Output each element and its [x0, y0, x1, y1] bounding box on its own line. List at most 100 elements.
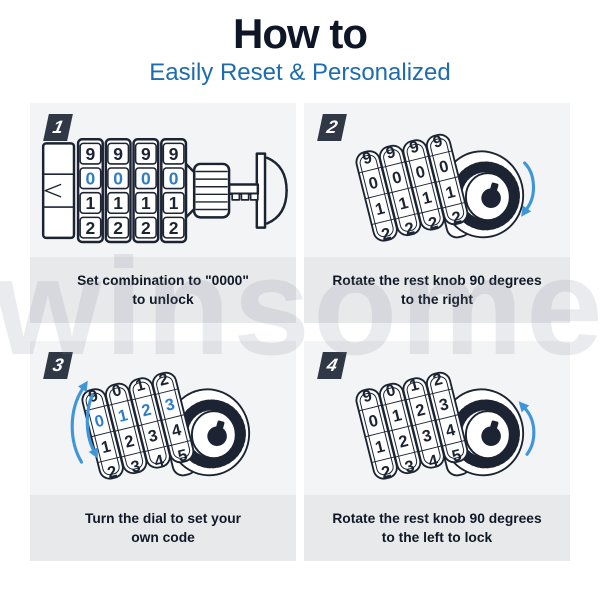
- svg-text:2: 2: [85, 218, 95, 238]
- step-number: 1: [50, 117, 66, 137]
- dial-wheel: 9 0 1 2: [402, 138, 445, 234]
- rotation-arrow-icon: [70, 380, 98, 464]
- svg-text:1: 1: [373, 437, 386, 457]
- svg-text:0: 0: [384, 381, 397, 401]
- step-number: 3: [50, 355, 66, 375]
- svg-text:9: 9: [431, 132, 444, 152]
- dial-wheel: [104, 138, 132, 244]
- svg-text:0: 0: [367, 412, 380, 432]
- caption-line: Rotate the rest knob 90 degrees: [332, 272, 542, 288]
- svg-text:2: 2: [427, 214, 440, 234]
- caption-line: Rotate the rest knob 90 degrees: [332, 510, 542, 526]
- svg-text:2: 2: [403, 219, 416, 239]
- svg-text:5: 5: [176, 446, 189, 466]
- svg-text:1: 1: [390, 406, 403, 426]
- svg-text:0: 0: [85, 169, 95, 189]
- svg-text:9: 9: [85, 144, 95, 164]
- svg-text:9: 9: [113, 144, 123, 164]
- svg-text:2: 2: [123, 432, 136, 452]
- dial-wheel: [159, 138, 187, 244]
- caption-line: to unlock: [132, 292, 194, 307]
- caption-line: to the right: [400, 292, 474, 307]
- svg-text:0: 0: [110, 381, 123, 401]
- svg-text:1: 1: [397, 194, 410, 214]
- svg-text:1: 1: [444, 183, 457, 203]
- arrowhead-icon: [521, 205, 532, 217]
- rotation-arrow-icon: [518, 401, 536, 456]
- dial-wheel: 9 0 1 2: [355, 149, 398, 245]
- svg-text:3: 3: [420, 426, 433, 446]
- svg-text:0: 0: [414, 163, 427, 183]
- step-caption: Turn the dial to set your own code: [30, 495, 296, 561]
- svg-text:3: 3: [129, 457, 142, 477]
- step-caption: Set combination to "0000" to unlock: [30, 257, 296, 323]
- arrowhead-icon: [88, 447, 98, 459]
- svg-text:9: 9: [141, 144, 151, 164]
- cable-icon: [265, 189, 288, 226]
- keyhole-icon: [207, 420, 227, 446]
- svg-text:1: 1: [408, 376, 421, 396]
- svg-text:1: 1: [116, 406, 129, 426]
- svg-text:2: 2: [431, 370, 444, 390]
- step-number: 4: [324, 355, 340, 375]
- svg-text:2: 2: [113, 218, 123, 238]
- cable-icon: [265, 156, 288, 193]
- svg-text:9: 9: [361, 149, 374, 169]
- svg-text:9: 9: [408, 138, 421, 158]
- arrowhead-icon: [518, 401, 530, 413]
- svg-text:3: 3: [163, 395, 176, 415]
- svg-text:9: 9: [361, 387, 374, 407]
- svg-text:2: 2: [140, 401, 153, 421]
- svg-text:0: 0: [367, 174, 380, 194]
- keyhole-icon: [481, 182, 501, 208]
- svg-text:2: 2: [141, 218, 151, 238]
- svg-text:0: 0: [113, 169, 123, 189]
- arrowhead-icon: [78, 380, 88, 393]
- svg-text:0: 0: [141, 169, 151, 189]
- svg-text:2: 2: [380, 225, 393, 245]
- step-number: 2: [324, 117, 340, 137]
- svg-text:0: 0: [168, 169, 178, 189]
- svg-text:1: 1: [113, 193, 123, 213]
- svg-text:1: 1: [141, 193, 151, 213]
- svg-text:5: 5: [450, 446, 463, 466]
- dial-wheel: 0 1 2 3: [105, 381, 148, 477]
- caption-line: Turn the dial to set your: [84, 510, 242, 526]
- dial-wheel: [76, 138, 104, 244]
- svg-text:0: 0: [93, 412, 106, 432]
- svg-text:0: 0: [437, 157, 450, 177]
- svg-text:1: 1: [99, 437, 112, 457]
- rotation-arrow-icon: [521, 161, 536, 217]
- page-title: How to: [233, 10, 368, 57]
- step-caption: Rotate the rest knob 90 degrees to the l…: [304, 495, 570, 561]
- svg-text:1: 1: [85, 193, 95, 213]
- keyhole-icon: [481, 420, 501, 446]
- svg-text:2: 2: [106, 463, 119, 483]
- page-subtitle: Easily Reset & Personalized: [149, 59, 451, 87]
- svg-text:3: 3: [146, 426, 159, 446]
- dial-wheel: [131, 138, 160, 244]
- svg-text:9: 9: [168, 144, 178, 164]
- step-caption: Rotate the rest knob 90 degrees to the r…: [304, 257, 570, 323]
- caption-line: own code: [131, 530, 195, 545]
- svg-text:1: 1: [373, 199, 386, 219]
- svg-text:1: 1: [420, 188, 433, 208]
